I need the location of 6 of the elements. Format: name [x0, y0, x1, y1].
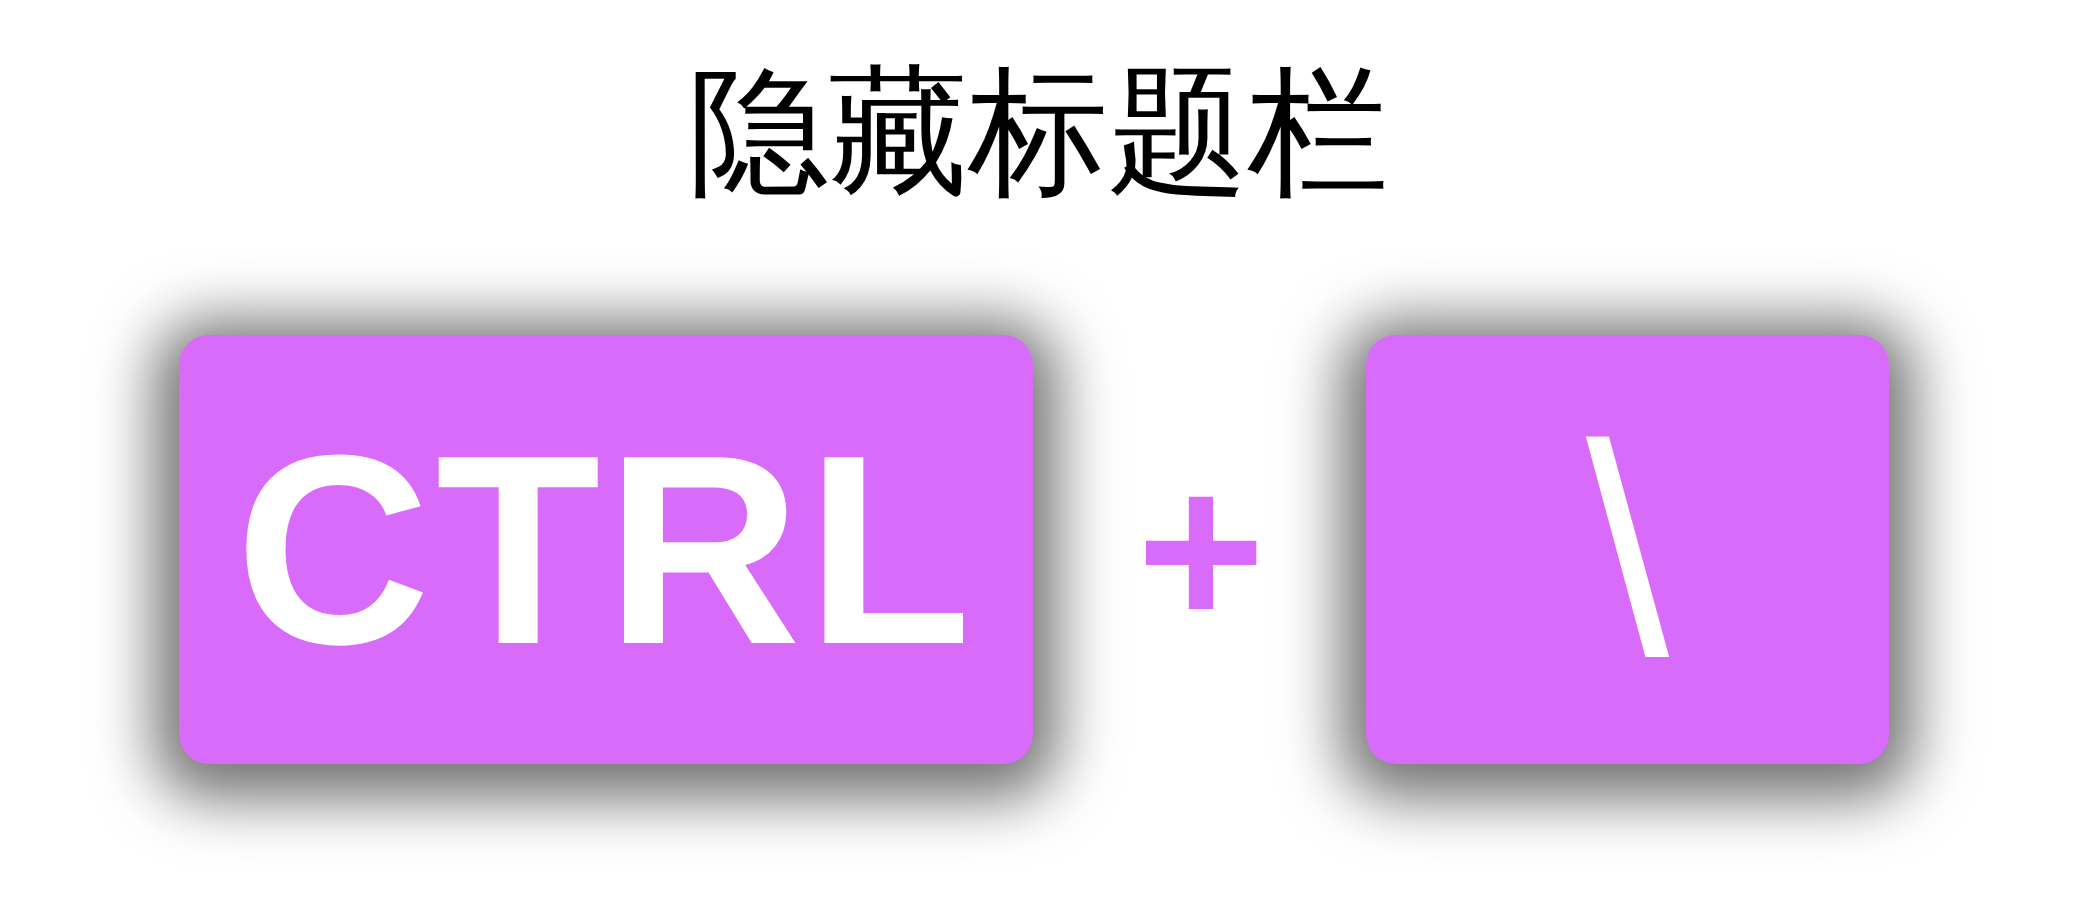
- key-label: \: [1585, 399, 1670, 700]
- title: 隐藏标题栏: [687, 62, 1389, 202]
- key-label: CTRL: [235, 414, 977, 685]
- key-box: [179, 335, 1033, 764]
- plus-sign: +: [1135, 440, 1267, 660]
- key-box: [1366, 335, 1889, 764]
